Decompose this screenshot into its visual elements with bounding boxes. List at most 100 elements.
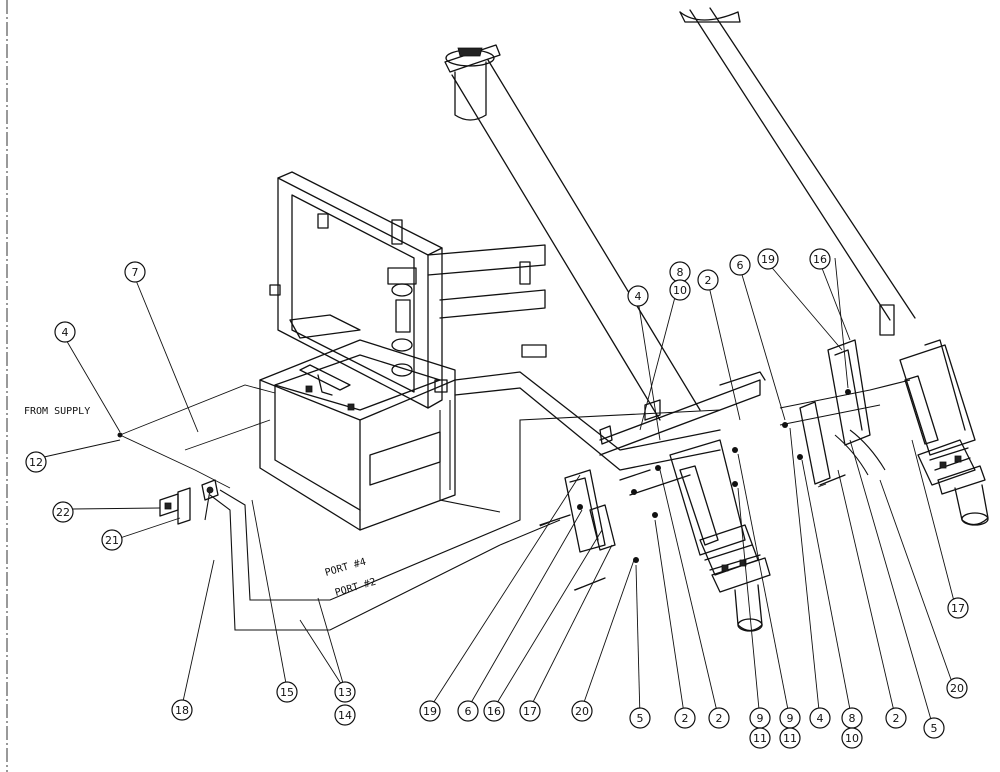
callout-balloon-17: 17 [947, 597, 969, 619]
callout-number: 17 [523, 705, 537, 718]
callout-balloon-2: 2 [674, 707, 696, 729]
callout-balloon-19: 19 [757, 248, 779, 270]
callout-number: 10 [845, 732, 859, 745]
callout-balloon-18: 18 [171, 699, 193, 721]
callout-balloon-8: 8 [841, 707, 863, 729]
callout-balloon-22: 22 [52, 501, 74, 523]
callout-circle [841, 727, 863, 749]
callout-circle [708, 707, 730, 729]
callout-balloon-2: 2 [708, 707, 730, 729]
callout-number: 16 [487, 705, 501, 718]
callout-balloon-16: 16 [483, 700, 505, 722]
callout-circle [947, 597, 969, 619]
hose-right-loop [779, 379, 911, 476]
callout-balloon-6: 6 [729, 254, 751, 276]
callout-balloon-6: 6 [457, 700, 479, 722]
callout-balloon-17: 17 [519, 700, 541, 722]
callout-circle [885, 707, 907, 729]
reference-lines [119, 384, 276, 489]
callout-number: 20 [575, 705, 589, 718]
callout-circle [519, 700, 541, 722]
callout-number: 22 [56, 506, 70, 519]
callout-balloon-9: 9 [779, 707, 801, 729]
callout-circle [674, 707, 696, 729]
callout-balloon-8: 8 [669, 261, 691, 283]
callout-number: 2 [705, 274, 712, 287]
callout-balloon-20: 20 [946, 677, 968, 699]
callout-circle [25, 451, 47, 473]
callout-number: 6 [737, 259, 744, 272]
callout-number: 4 [817, 712, 824, 725]
callout-balloon-19: 19 [419, 700, 441, 722]
callout-circle [809, 707, 831, 729]
callout-balloon-5: 5 [629, 707, 651, 729]
callout-balloon-12: 12 [25, 451, 47, 473]
callout-number: 8 [849, 712, 856, 725]
callout-circle [697, 269, 719, 291]
callout-circle [276, 681, 298, 703]
callout-number: 17 [951, 602, 965, 615]
callout-number: 19 [423, 705, 437, 718]
callout-number: 2 [893, 712, 900, 725]
callout-number: 21 [105, 534, 119, 547]
callout-number: 18 [175, 704, 189, 717]
auger-tube-left [444, 44, 701, 421]
callout-balloon-9: 9 [749, 707, 771, 729]
callout-number: 9 [757, 712, 764, 725]
callout-circle [779, 727, 801, 749]
callout-balloon-4: 4 [809, 707, 831, 729]
note-from-supply: FROM SUPPLY [24, 406, 90, 417]
callout-circle [571, 700, 593, 722]
callout-circle [419, 700, 441, 722]
callout-circle [629, 707, 651, 729]
callout-balloon-15: 15 [276, 681, 298, 703]
callout-circle [749, 727, 771, 749]
callout-balloon-2: 2 [885, 707, 907, 729]
callout-balloon-4: 4 [54, 321, 76, 343]
callout-number: 12 [29, 456, 43, 469]
callout-circle [171, 699, 193, 721]
callout-number: 10 [673, 284, 687, 297]
callout-balloon-21: 21 [101, 529, 123, 551]
lower-box [259, 339, 456, 531]
callout-balloon-2: 2 [697, 269, 719, 291]
callout-circle [946, 677, 968, 699]
callout-circle [757, 248, 779, 270]
motor-assembly-center [669, 439, 771, 632]
main-frame [269, 171, 547, 409]
supply-valve-bracket [159, 479, 219, 525]
callout-balloon-5: 5 [923, 717, 945, 739]
cross-tube [454, 371, 766, 471]
callout-number: 11 [753, 732, 767, 745]
callout-balloon-10: 10 [841, 727, 863, 749]
callout-number: 6 [465, 705, 472, 718]
callout-number: 5 [637, 712, 644, 725]
callout-number: 20 [950, 682, 964, 695]
callout-number: 5 [931, 722, 938, 735]
callout-balloon-4: 4 [627, 285, 649, 307]
callout-balloon-16: 16 [809, 248, 831, 270]
callout-circle [923, 717, 945, 739]
note-port-4: PORT #4 [324, 557, 368, 579]
callout-number: 7 [132, 266, 139, 279]
callout-circle [729, 254, 751, 276]
callout-number: 16 [813, 253, 827, 266]
callout-number: 4 [635, 290, 642, 303]
callout-circle [669, 279, 691, 301]
callout-circle [334, 704, 356, 726]
hose-port-lines [204, 400, 721, 631]
note-port-2: PORT #2 [334, 577, 378, 599]
callout-circle [457, 700, 479, 722]
callout-number: 4 [62, 326, 69, 339]
callout-circle [334, 681, 356, 703]
auger-tube-right [679, 7, 916, 321]
callout-circle [809, 248, 831, 270]
callout-balloon-13: 13 [334, 681, 356, 703]
flow-arrows [539, 483, 827, 591]
callout-number: 13 [338, 686, 352, 699]
motor-assembly-right [879, 304, 989, 526]
callout-balloon-10: 10 [669, 279, 691, 301]
leader-lines [43, 257, 956, 731]
